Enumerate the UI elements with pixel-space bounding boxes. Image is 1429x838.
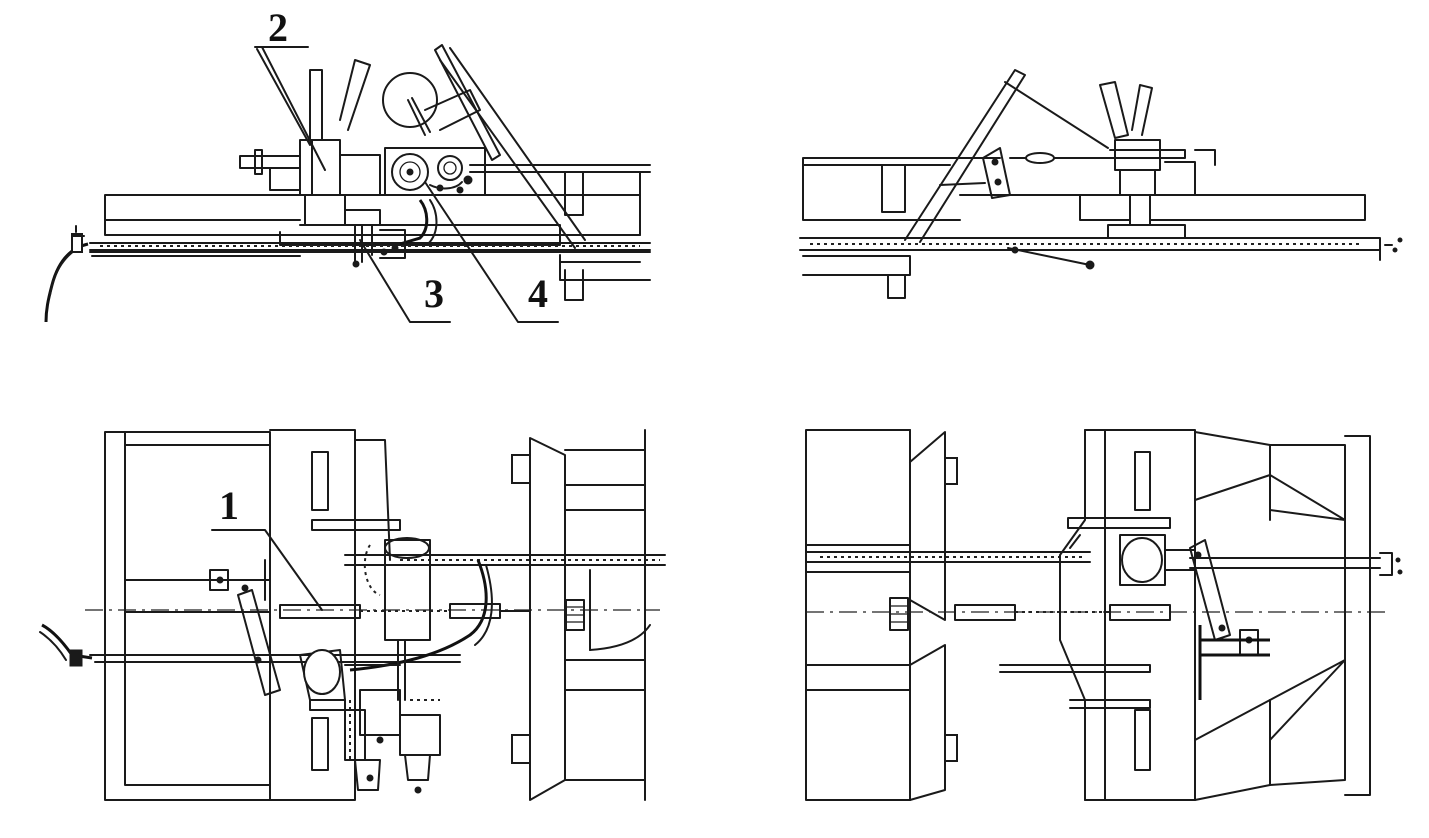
leader-1: [211, 529, 323, 611]
leader-4: [424, 181, 559, 323]
callout-label-1: 1: [219, 483, 239, 528]
view-bottom-left: [39, 429, 666, 801]
view-bottom-right: [805, 429, 1403, 801]
view-top-left: [44, 44, 651, 323]
view-top-right: [799, 69, 1403, 299]
callout-label-2: 2: [268, 5, 288, 50]
leader-2: [254, 46, 326, 171]
leader-3: [359, 239, 451, 323]
callout-label-4: 4: [528, 271, 548, 316]
callout-label-3: 3: [424, 271, 444, 316]
